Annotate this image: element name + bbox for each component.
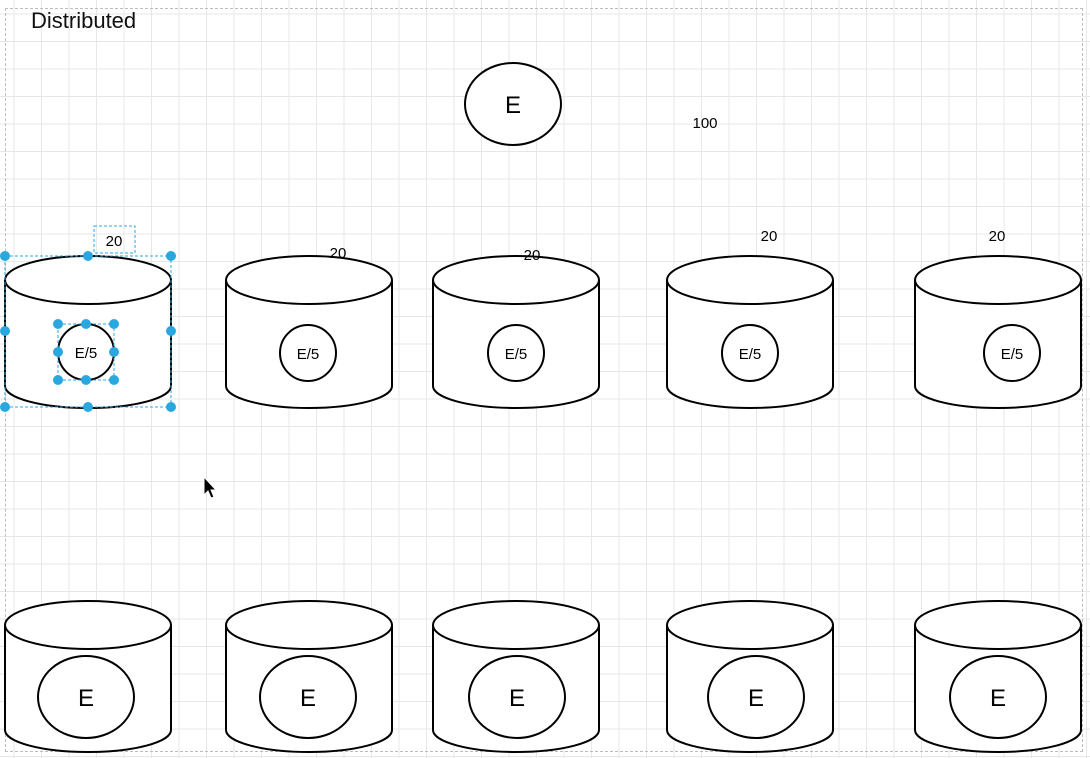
resize-handle[interactable] [53, 347, 63, 357]
shard-circle[interactable] [487, 324, 545, 382]
resize-handle[interactable] [53, 319, 63, 329]
resize-handle[interactable] [0, 251, 10, 261]
resize-handle[interactable] [53, 375, 63, 385]
shard-circle[interactable] [721, 324, 779, 382]
replica-label: E [300, 685, 316, 712]
shard-label: E/5 [739, 346, 762, 363]
replica-ellipse[interactable] [37, 655, 135, 739]
resize-handle[interactable] [81, 319, 91, 329]
replica-ellipse[interactable] [949, 655, 1047, 739]
capacity-label: 20 [330, 245, 347, 262]
capacity-label: 20 [524, 247, 541, 264]
top-node-ellipse[interactable] [464, 62, 562, 146]
top-cylinder[interactable]: E/5 [914, 255, 1082, 409]
resize-handle[interactable] [109, 375, 119, 385]
shard-label: E/5 [505, 346, 528, 363]
resize-handle[interactable] [0, 402, 10, 412]
resize-handle[interactable] [0, 326, 10, 336]
shard-label: E/5 [1001, 346, 1024, 363]
bottom-cylinder[interactable]: E [914, 600, 1082, 753]
selected-label-box[interactable] [93, 225, 136, 254]
resize-handle[interactable] [81, 375, 91, 385]
shard-circle[interactable] [279, 324, 337, 382]
replica-ellipse[interactable] [707, 655, 805, 739]
bottom-cylinder[interactable]: E [225, 600, 393, 753]
resize-handle[interactable] [166, 402, 176, 412]
cursor-icon [203, 475, 218, 499]
bottom-cylinder[interactable]: E [4, 600, 172, 753]
resize-handle[interactable] [83, 251, 93, 261]
bottom-cylinder[interactable]: E [666, 600, 834, 753]
resize-handle[interactable] [109, 319, 119, 329]
resize-handle[interactable] [109, 347, 119, 357]
top-cylinder[interactable]: E/5 [432, 255, 600, 409]
replica-ellipse[interactable] [468, 655, 566, 739]
resize-handle[interactable] [83, 402, 93, 412]
bottom-cylinder[interactable]: E [432, 600, 600, 753]
total-label: 100 [692, 115, 717, 132]
capacity-label: 20 [761, 228, 778, 245]
replica-label: E [78, 685, 94, 712]
top-cylinder[interactable]: E/5 [666, 255, 834, 409]
top-row-cylinders: E/5 E/5 E/5 E/5 [4, 255, 1082, 409]
selection-overlay [0, 251, 176, 412]
top-cylinder[interactable]: E/5 [4, 255, 172, 409]
replica-ellipse[interactable] [259, 655, 357, 739]
capacity-label: 20 [989, 228, 1006, 245]
resize-handle[interactable] [166, 326, 176, 336]
shard-label: E/5 [297, 346, 320, 363]
shard-circle[interactable] [983, 324, 1041, 382]
replica-label: E [748, 685, 764, 712]
shard-label: E/5 [75, 345, 98, 362]
top-cylinder[interactable]: E/5 [225, 255, 393, 409]
replica-label: E [990, 685, 1006, 712]
resize-handle[interactable] [166, 251, 176, 261]
top-node-label: E [505, 92, 521, 119]
replica-label: E [509, 685, 525, 712]
capacity-label: 20 [106, 233, 123, 250]
page-title: Distributed [31, 8, 137, 33]
bottom-row-cylinders: E E E E [4, 600, 1082, 753]
